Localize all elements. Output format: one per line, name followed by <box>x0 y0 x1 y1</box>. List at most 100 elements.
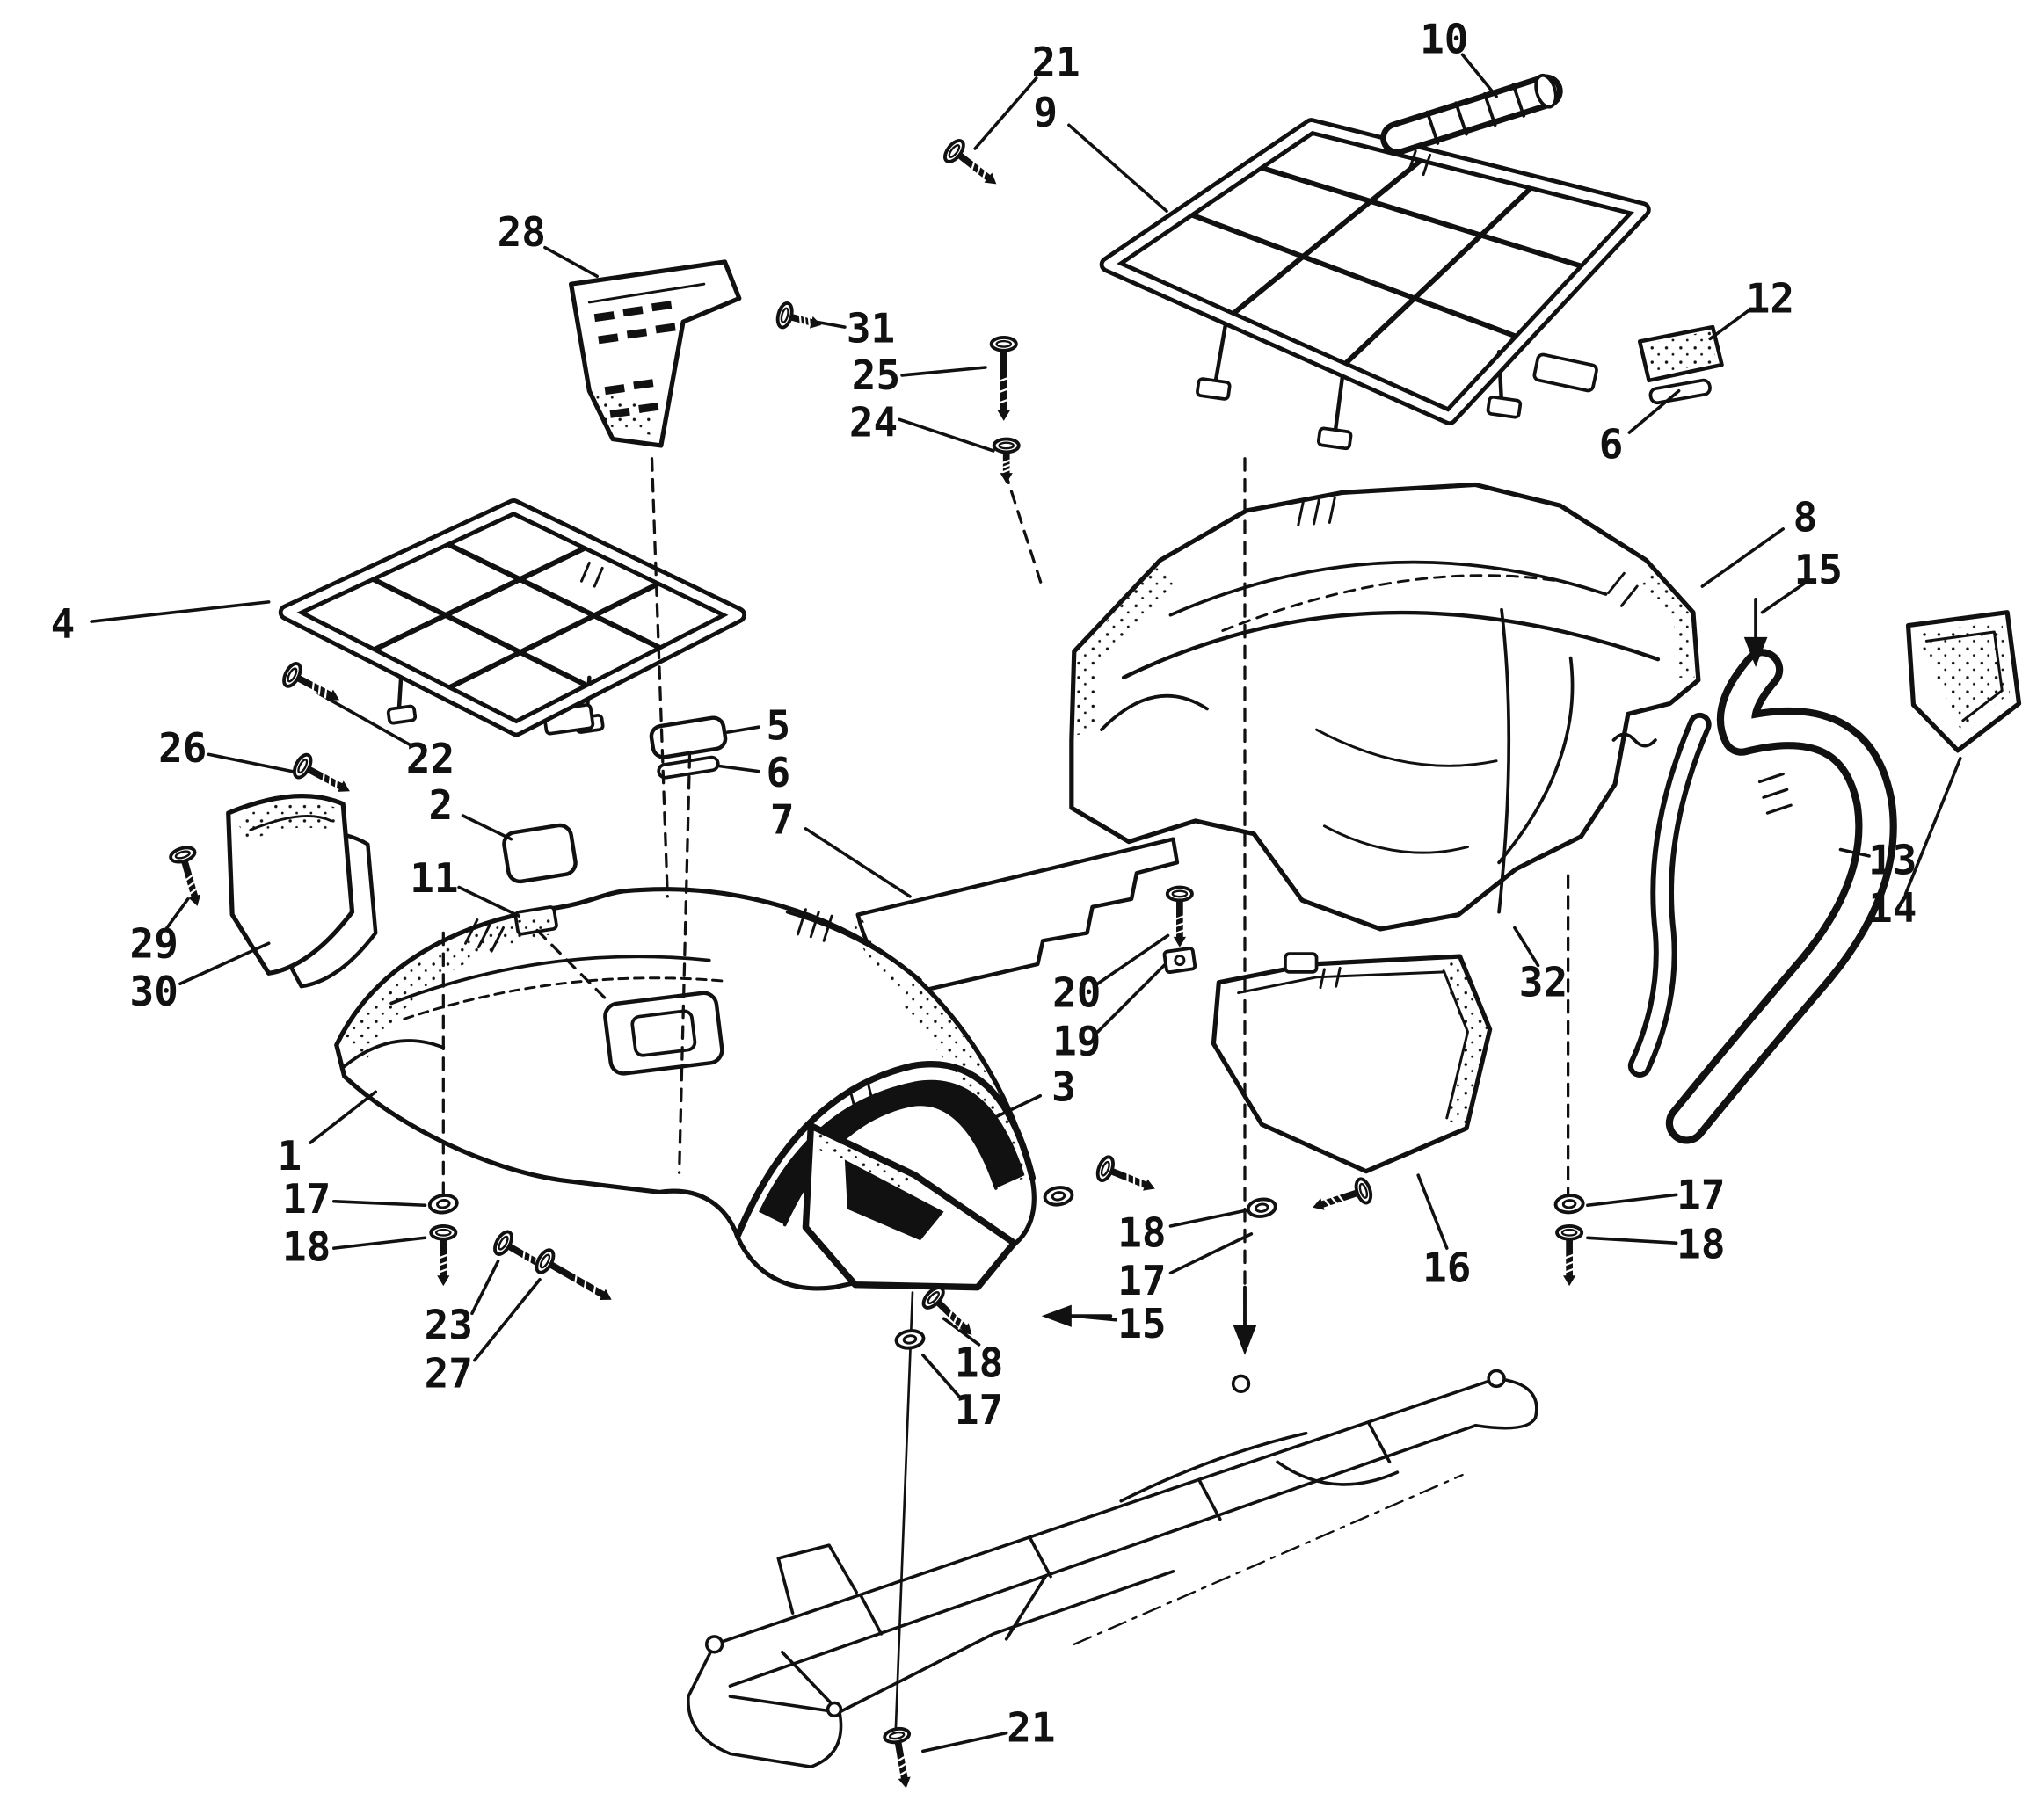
assembly-axes <box>441 457 1570 1328</box>
part-callout-25: 25 <box>852 352 900 399</box>
callout-leader <box>332 1200 427 1208</box>
callout-leader <box>165 897 190 930</box>
callout-leader <box>1838 847 1871 858</box>
bolt-small-icon <box>775 301 822 330</box>
part-callout-8: 8 <box>1793 494 1818 541</box>
callout-leader <box>717 764 760 773</box>
part-callout-19: 19 <box>1052 1017 1101 1064</box>
part-callout-17: 17 <box>955 1386 1003 1434</box>
part-callout-28: 28 <box>498 208 546 256</box>
arrow-down-icon <box>1743 597 1768 667</box>
callout-leader <box>1513 926 1540 968</box>
footwell-panel <box>1211 952 1493 1174</box>
part-callout-4: 4 <box>51 600 76 648</box>
part-callout-26: 26 <box>158 724 207 772</box>
part-callout-9: 9 <box>1033 88 1058 135</box>
callout-leader <box>461 814 513 841</box>
part-callout-7: 7 <box>770 795 795 843</box>
callout-leader <box>900 366 987 377</box>
callout-leader <box>1168 1232 1254 1275</box>
part-callout-17: 17 <box>282 1175 331 1223</box>
screw-short-icon <box>1165 885 1194 947</box>
callout-leader <box>1586 1193 1678 1208</box>
screw-short-icon <box>921 1286 972 1335</box>
screw-short-icon <box>292 752 350 792</box>
part-callout-17: 17 <box>1117 1257 1166 1304</box>
screw-short-icon <box>1555 1224 1584 1287</box>
screw-long-icon <box>989 336 1018 421</box>
bolt-small-icon <box>992 437 1021 483</box>
screw-short-icon <box>943 139 997 185</box>
part-callout-11: 11 <box>410 854 458 902</box>
arrow-left-icon <box>1041 1304 1113 1327</box>
part-callout-23: 23 <box>425 1302 473 1349</box>
callout-leader <box>473 1277 542 1362</box>
part-callout-15: 15 <box>1794 546 1843 593</box>
callout-leader <box>543 245 600 279</box>
part-callout-14: 14 <box>1868 884 1917 932</box>
part-callout-20: 20 <box>1052 969 1101 1017</box>
side-panels-29-30 <box>226 794 378 989</box>
callout-leader <box>90 600 271 623</box>
callout-leader <box>898 417 995 453</box>
callout-leader <box>1095 933 1170 985</box>
callout-leader <box>470 1260 500 1316</box>
callout-leader <box>921 1353 962 1398</box>
part-callout-18: 18 <box>1117 1209 1166 1256</box>
callout-leader <box>976 1093 1043 1128</box>
callout-leader <box>921 1731 1008 1753</box>
screw-short-icon <box>1095 1155 1155 1191</box>
part-callout-10: 10 <box>1420 15 1468 62</box>
clip-icon <box>1162 947 1197 974</box>
screw-short-icon <box>169 846 201 906</box>
washer-icon <box>1246 1197 1277 1218</box>
callout-leader <box>1903 756 1962 896</box>
part-callout-22: 22 <box>406 735 455 782</box>
part-callout-30: 30 <box>130 968 178 1015</box>
rear-body-panel <box>1069 482 1701 932</box>
callout-leader <box>725 725 760 734</box>
callout-leader <box>1700 527 1786 588</box>
callout-leader <box>1168 1209 1248 1228</box>
front-cargo-rack <box>278 498 746 737</box>
washer-icon <box>1043 1186 1074 1207</box>
rear-fender-flare <box>1627 649 1897 1144</box>
callout-leader <box>973 76 1038 150</box>
chassis-frame <box>687 1369 1538 1768</box>
part-callout-29: 29 <box>130 919 178 967</box>
part-callout-32: 32 <box>1519 959 1568 1006</box>
part-callout-21: 21 <box>1007 1704 1055 1752</box>
callout-leaders <box>90 53 1962 1753</box>
part-callout-16: 16 <box>1422 1244 1471 1291</box>
part-callout-18: 18 <box>1677 1221 1725 1268</box>
part-callout-21: 21 <box>1031 39 1080 86</box>
callout-leader <box>1708 309 1751 341</box>
screw-short-icon <box>1313 1177 1373 1210</box>
part-callout-13: 13 <box>1868 836 1917 883</box>
callout-leader <box>1416 1173 1449 1250</box>
part-callout-6: 6 <box>766 749 790 796</box>
washer-icon <box>427 1194 459 1215</box>
callout-leader <box>178 941 271 985</box>
callout-leader <box>804 827 912 898</box>
part-callout-5: 5 <box>766 702 790 750</box>
rear-cargo-rack <box>1099 118 1651 451</box>
arrow-down-icon <box>1233 1285 1257 1355</box>
part-callout-3: 3 <box>1051 1063 1076 1110</box>
callout-leader <box>1460 53 1498 98</box>
callout-leader <box>1095 962 1167 1034</box>
callout-leader <box>316 691 413 747</box>
grip-tube <box>1380 73 1563 156</box>
part-callout-1: 1 <box>278 1132 302 1180</box>
screw-short-icon <box>429 1224 458 1287</box>
assembly-line-21 <box>894 1291 914 1734</box>
pad-5 <box>649 715 728 759</box>
part-callout-6: 6 <box>1599 421 1624 468</box>
part-callout-31: 31 <box>847 305 895 352</box>
callout-leader <box>1760 582 1806 614</box>
fasteners-layer <box>169 139 1768 1789</box>
part-callout-12: 12 <box>1746 274 1794 322</box>
part-callout-27: 27 <box>425 1349 473 1397</box>
